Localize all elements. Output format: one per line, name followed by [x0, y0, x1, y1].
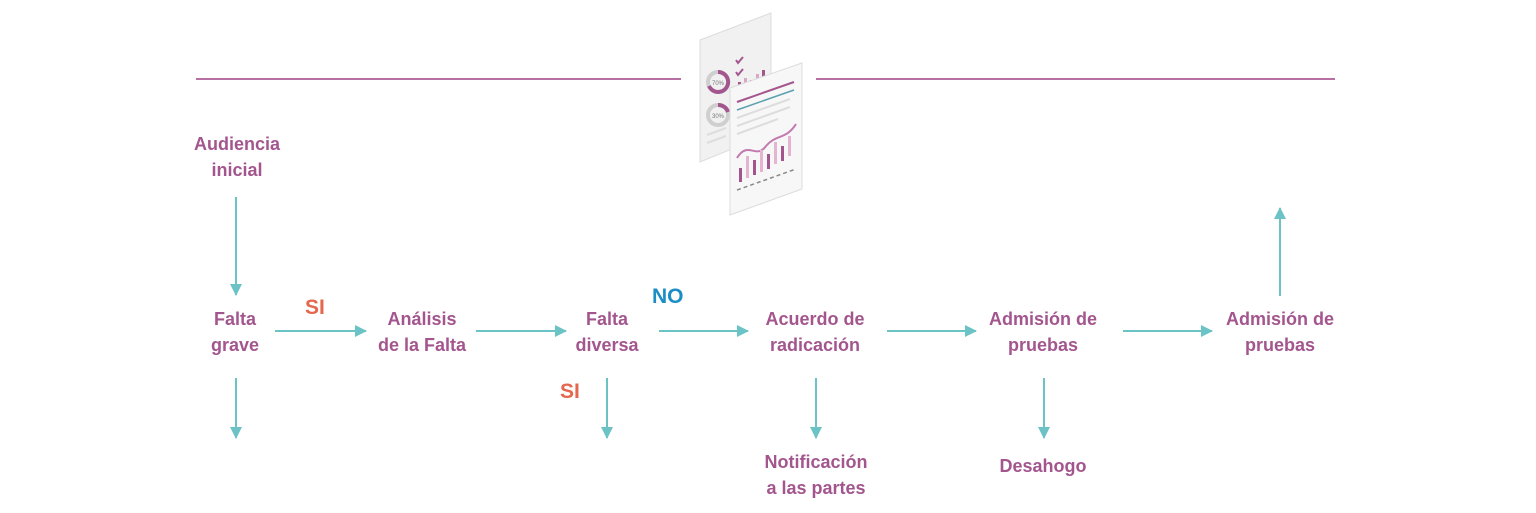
- node-falta-grave: Falta grave: [155, 306, 315, 358]
- node-notificacion-line2: a las partes: [766, 478, 866, 498]
- node-falta-diversa: Falta diversa: [527, 306, 687, 358]
- label-si-falta-grave: SI: [305, 296, 325, 319]
- report-document-front: [729, 62, 803, 216]
- node-admision2-line1: Admisión de: [1225, 309, 1334, 329]
- node-analisis-line2: de la Falta: [377, 335, 467, 355]
- node-admision2-line2: pruebas: [1244, 335, 1316, 355]
- node-notificacion-line1: Notificación: [764, 452, 868, 472]
- node-audiencia-line2: inicial: [211, 160, 263, 180]
- node-desahogo: Desahogo: [963, 453, 1123, 479]
- label-si-falta-diversa: SI: [560, 380, 580, 403]
- node-admision1-line1: Admisión de: [988, 309, 1097, 329]
- node-analisis-line1: Análisis: [387, 309, 457, 329]
- node-analisis-falta: Análisis de la Falta: [342, 306, 502, 358]
- node-admision-pruebas: Admisión de pruebas: [963, 306, 1123, 358]
- node-acuerdo-line2: radicación: [769, 335, 861, 355]
- pct-a-label: 70%: [712, 81, 725, 87]
- node-falta-diversa-line1: Falta: [585, 309, 628, 329]
- node-audiencia-line1: Audiencia: [193, 134, 281, 154]
- node-falta-grave-line2: grave: [210, 335, 260, 355]
- node-desahogo-line1: Desahogo: [999, 456, 1087, 476]
- node-admision-pruebas-2: Admisión de pruebas: [1200, 306, 1360, 358]
- node-audiencia-inicial: Audiencia inicial: [157, 131, 317, 183]
- label-no-falta-diversa: NO: [652, 285, 684, 308]
- node-notificacion: Notificación a las partes: [736, 449, 896, 501]
- node-admision1-line2: pruebas: [1007, 335, 1079, 355]
- report-documents-icon: 70% 30%: [699, 12, 803, 216]
- pct-b-label: 30%: [712, 114, 725, 120]
- node-falta-grave-line1: Falta: [213, 309, 256, 329]
- node-falta-diversa-line2: diversa: [575, 335, 639, 355]
- node-acuerdo-radicacion: Acuerdo de radicación: [735, 306, 895, 358]
- node-acuerdo-line1: Acuerdo de: [765, 309, 865, 329]
